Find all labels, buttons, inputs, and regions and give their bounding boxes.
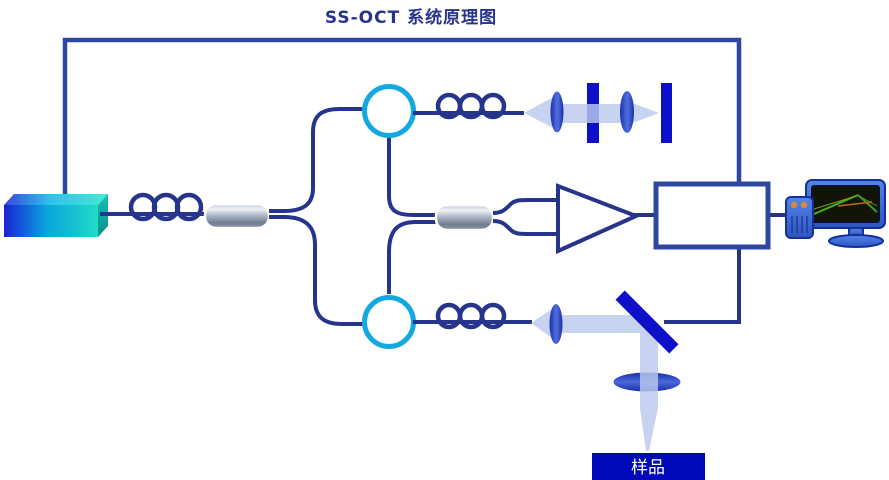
output-coupler [434, 203, 495, 232]
daq-box [653, 181, 771, 250]
tower-vent-grille [791, 216, 808, 233]
swept-source-laser [4, 194, 108, 237]
monitor-stand-base [828, 234, 884, 248]
oct-scan-image [813, 194, 878, 215]
bottom-fiber-coupler [362, 295, 416, 349]
sample-label: 样品 [631, 458, 665, 478]
sample-box [592, 453, 705, 480]
top-fiber-coupler [362, 84, 416, 138]
fiber-coil-source [128, 192, 204, 222]
optical-isolator [203, 202, 271, 230]
page-title: SS-OCT 系统原理图 [324, 8, 498, 28]
reference-collimating-lens [550, 91, 564, 133]
fiber-coil-sample [435, 302, 507, 330]
fiber-splitter [269, 107, 365, 326]
tower-button-icon [800, 201, 808, 209]
sample-beam-folded [556, 315, 658, 451]
reference-focusing-lens [620, 91, 634, 133]
reference-beam-cone-out [627, 101, 659, 125]
sample-beam-cone-in [531, 306, 556, 341]
computer-workstation [785, 179, 886, 248]
reference-beam-collimated [557, 104, 627, 123]
sample-arm [531, 290, 681, 451]
reference-beam-cone-in [524, 95, 557, 130]
top-coupler-to-detector-fiber [387, 133, 438, 217]
fiber-coil-reference [435, 92, 507, 120]
galvo-scanning-mirror [615, 290, 679, 354]
bottom-coupler-to-detector-fiber [387, 220, 438, 294]
detector-input-fibers [492, 198, 558, 236]
balanced-detector [556, 183, 642, 255]
galvo-control-line [664, 247, 741, 324]
laser-trigger-feedback-line [62, 37, 742, 198]
sample: 样品 [592, 453, 705, 480]
tower-button-icon [790, 201, 798, 209]
reference-arm [524, 83, 672, 143]
computer-tower [785, 196, 814, 239]
reference-mirror [661, 83, 672, 143]
monitor [805, 179, 886, 248]
sample-collimating-lens [549, 304, 563, 344]
